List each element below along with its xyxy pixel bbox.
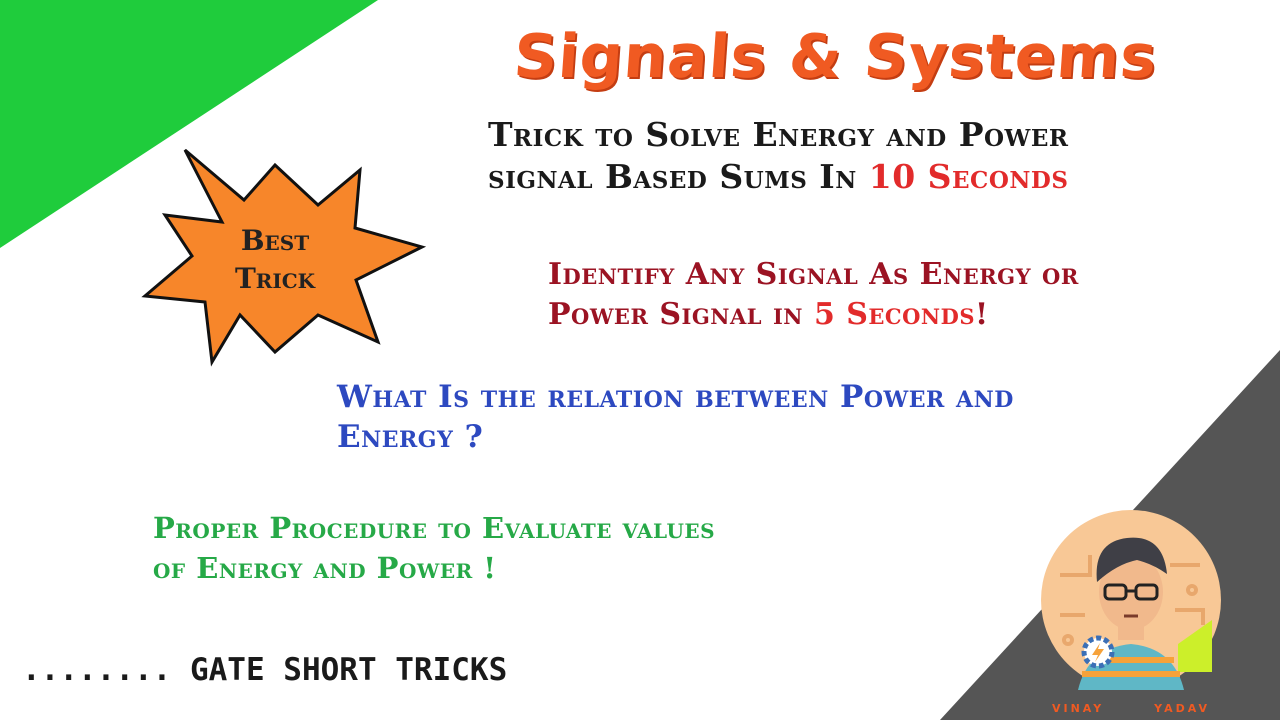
orange-star-burst (141, 148, 427, 367)
green-corner-triangle (0, 0, 378, 248)
identify-line-2: Power Signal in 5 Seconds! (548, 295, 1079, 335)
point-relation: What Is the relation between Power and E… (337, 377, 1014, 457)
headline-line-1: Trick to Solve Energy and Power (488, 115, 1069, 154)
page-title: Signals & Systems (511, 22, 1160, 92)
badge-line-2: Trick (234, 262, 316, 295)
badge-line-1: Best (240, 224, 310, 257)
author-name-left: VINAY (1052, 701, 1105, 715)
relation-line-2: Energy ? (337, 419, 484, 455)
identify-highlight: 5 Seconds (813, 297, 976, 332)
headline: Trick to Solve Energy and Power signal B… (488, 114, 1069, 198)
gear-bolt-badge-icon (1081, 635, 1115, 669)
point-procedure: Proper Procedure to Evaluate values of E… (153, 508, 715, 588)
cartoon-avatar-with-glasses (1041, 510, 1221, 690)
identify-line-2-suffix: ! (975, 297, 989, 332)
author-name-right: YADAV (1154, 701, 1210, 715)
best-trick-badge: Best Trick (200, 222, 350, 298)
identify-line-1: Identify Any Signal As Energy or (548, 257, 1079, 292)
headline-line-2-prefix: signal Based Sums In (488, 157, 869, 196)
author-name-bar: VINAY YADAV (1052, 700, 1210, 716)
relation-line-1: What Is the relation between Power and (337, 379, 1014, 415)
headline-highlight: 10 Seconds (868, 157, 1069, 196)
identify-line-2-prefix: Power Signal in (548, 297, 814, 332)
footer-tagline: ........ GATE SHORT TRICKS (22, 652, 508, 688)
point-identify: Identify Any Signal As Energy or Power S… (548, 255, 1079, 335)
procedure-line-2: of Energy and Power ! (153, 551, 497, 585)
procedure-line-1: Proper Procedure to Evaluate values (153, 511, 716, 545)
headline-line-2: signal Based Sums In 10 Seconds (488, 156, 1069, 198)
